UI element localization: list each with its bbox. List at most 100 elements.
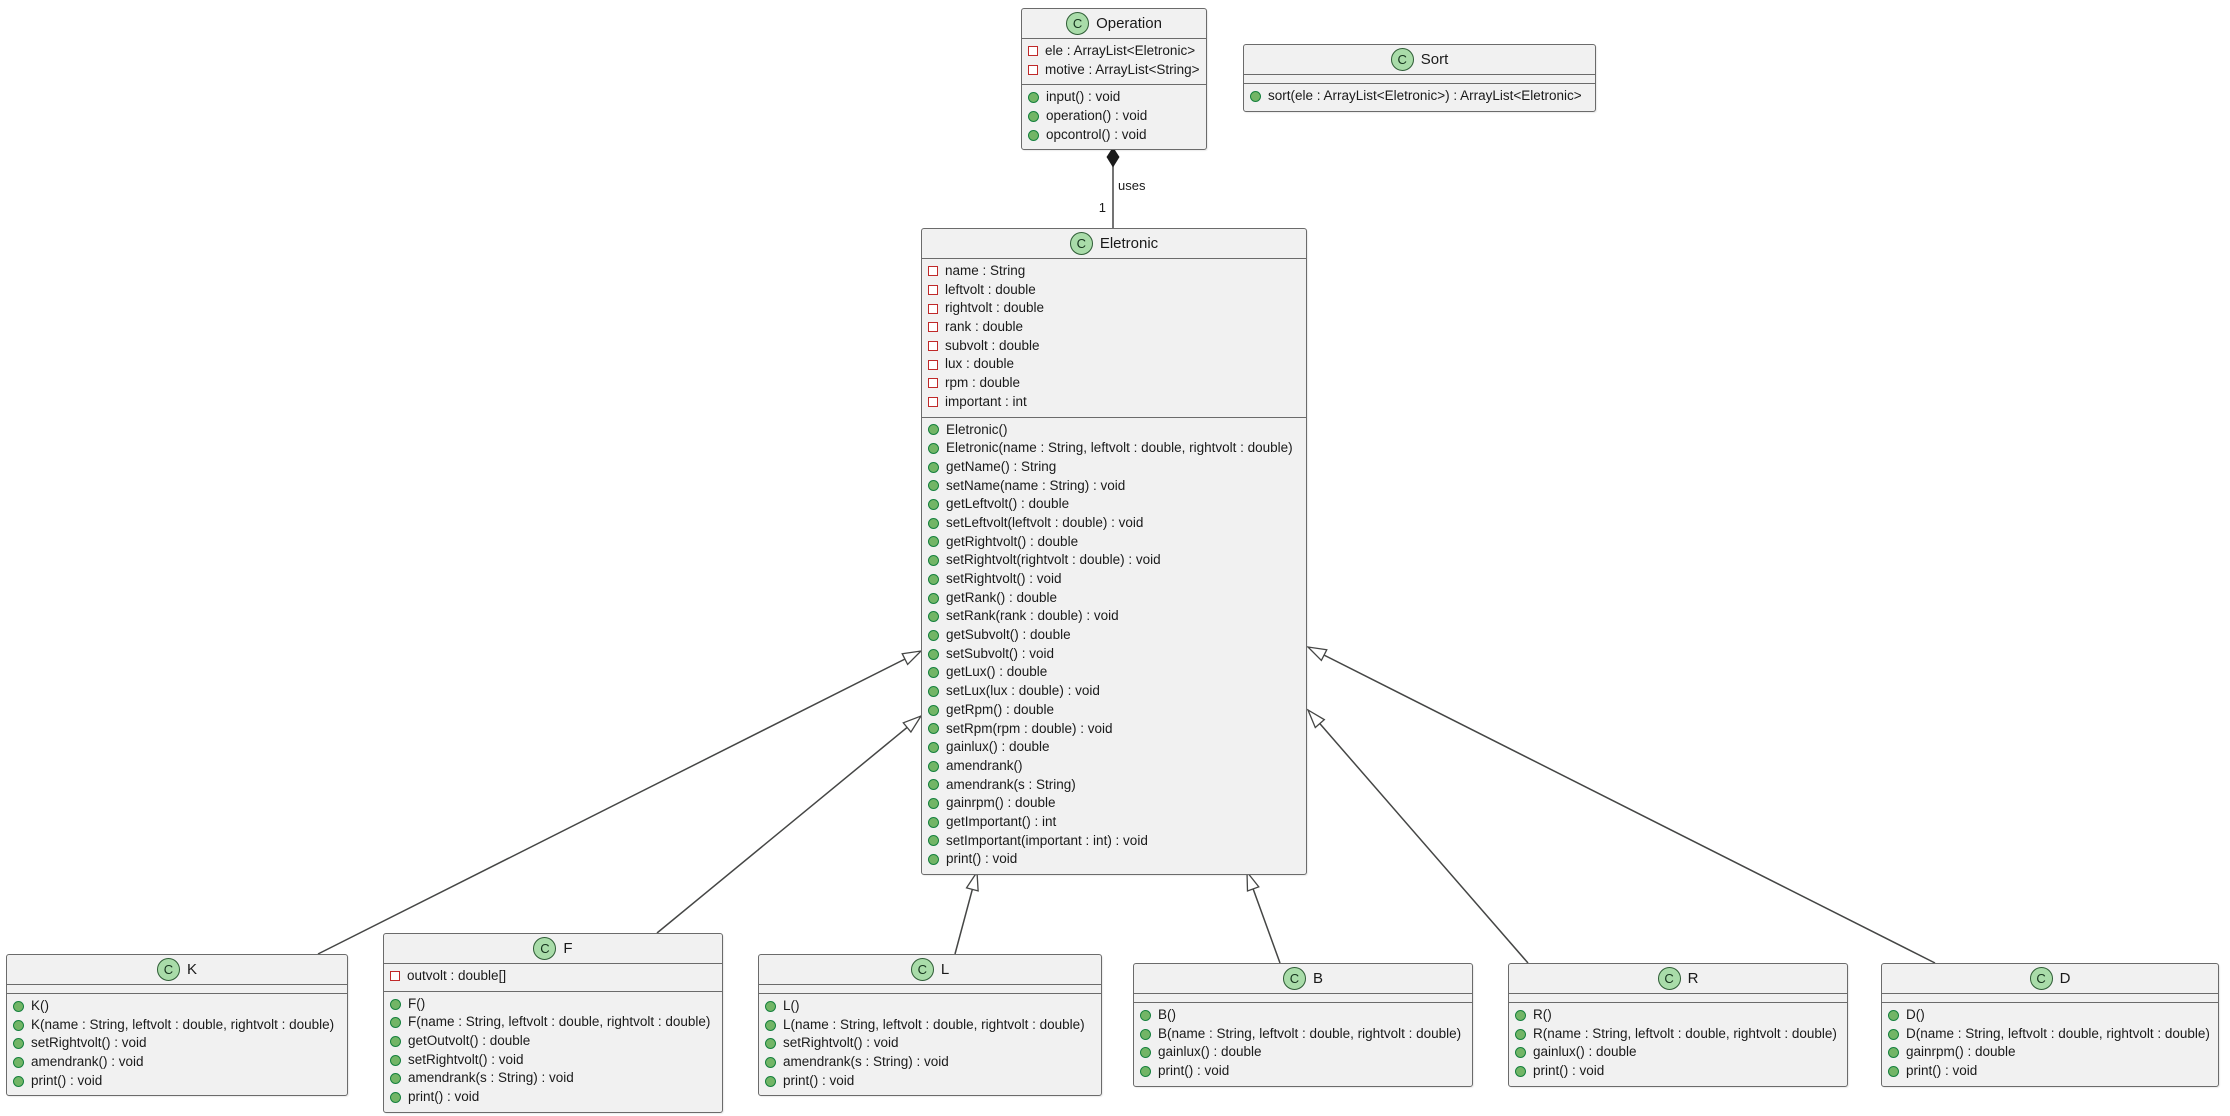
public-method-icon bbox=[928, 648, 939, 660]
method-row: F(name : String, leftvolt : double, righ… bbox=[390, 1013, 716, 1032]
method-row: print() : void bbox=[928, 850, 1300, 869]
public-method-icon bbox=[1028, 129, 1039, 141]
public-method-icon bbox=[928, 592, 939, 604]
attribute-text: important : int bbox=[945, 393, 1027, 409]
public-method-icon bbox=[928, 424, 939, 436]
attribute-row: rpm : double bbox=[928, 374, 1300, 393]
attribute-text: outvolt : double[] bbox=[407, 968, 507, 983]
methods-section: D()D(name : String, leftvolt : double, r… bbox=[1882, 1003, 2218, 1086]
method-text: F(name : String, leftvolt : double, righ… bbox=[408, 1014, 711, 1030]
public-method-icon bbox=[928, 798, 939, 810]
method-text: setRank(rank : double) : void bbox=[946, 608, 1119, 624]
public-method-icon bbox=[1140, 1028, 1151, 1040]
method-text: gainrpm() : double bbox=[946, 795, 1056, 811]
public-method-icon bbox=[928, 760, 939, 772]
attribute-row: name : String bbox=[928, 262, 1300, 281]
method-text: setSubvolt() : void bbox=[946, 645, 1055, 661]
method-row: input() : void bbox=[1028, 88, 1200, 107]
public-method-icon bbox=[928, 611, 939, 623]
public-method-icon bbox=[390, 998, 401, 1010]
method-row: B() bbox=[1140, 1006, 1466, 1025]
method-row: Eletronic(name : String, leftvolt : doub… bbox=[928, 439, 1300, 458]
method-row: setRightvolt() : void bbox=[13, 1034, 341, 1053]
method-row: K() bbox=[13, 997, 341, 1016]
public-method-icon bbox=[928, 779, 939, 791]
generalization-edge-d-eletronic bbox=[1306, 646, 1936, 964]
method-text: opcontrol() : void bbox=[1046, 126, 1147, 142]
methods-section: sort(ele : ArrayList<Eletronic>) : Array… bbox=[1244, 84, 1595, 111]
public-method-icon bbox=[1028, 92, 1039, 104]
method-text: input() : void bbox=[1046, 89, 1121, 105]
public-method-icon bbox=[390, 1017, 401, 1029]
public-method-icon bbox=[390, 1091, 401, 1103]
method-row: getRpm() : double bbox=[928, 701, 1300, 720]
public-method-icon bbox=[1140, 1047, 1151, 1059]
method-text: L() bbox=[783, 998, 800, 1013]
method-row: setRpm(rpm : double) : void bbox=[928, 720, 1300, 739]
method-row: gainrpm() : double bbox=[1888, 1043, 2212, 1062]
class-name: D bbox=[2059, 970, 2071, 987]
private-field-icon bbox=[390, 971, 400, 982]
generalization-edge-l-eletronic bbox=[954, 870, 979, 955]
method-text: amendrank() bbox=[946, 757, 1023, 773]
attribute-text: rpm : double bbox=[945, 375, 1021, 391]
attribute-row: rank : double bbox=[928, 318, 1300, 337]
method-text: getSubvolt() : double bbox=[946, 627, 1071, 643]
method-row: K(name : String, leftvolt : double, righ… bbox=[13, 1016, 341, 1035]
private-field-icon bbox=[928, 359, 938, 370]
method-row: print() : void bbox=[13, 1072, 341, 1091]
public-method-icon bbox=[1140, 1009, 1151, 1021]
method-text: setImportant(important : int) : void bbox=[946, 832, 1148, 848]
method-text: setRightvolt() : void bbox=[783, 1035, 899, 1051]
class-icon: C bbox=[1066, 12, 1090, 35]
public-method-icon bbox=[765, 1019, 776, 1031]
method-text: K(name : String, leftvolt : double, righ… bbox=[31, 1016, 335, 1032]
public-method-icon bbox=[928, 816, 939, 828]
method-row: gainlux() : double bbox=[1140, 1043, 1466, 1062]
attribute-text: lux : double bbox=[945, 356, 1015, 372]
method-text: getRightvolt() : double bbox=[946, 533, 1079, 549]
public-method-icon bbox=[928, 704, 939, 716]
class-name: L bbox=[940, 961, 950, 978]
attribute-text: subvolt : double bbox=[945, 337, 1040, 353]
method-row: getOutvolt() : double bbox=[390, 1032, 716, 1051]
public-method-icon bbox=[13, 1038, 24, 1050]
class-icon: C bbox=[910, 958, 934, 981]
method-text: getRpm() : double bbox=[946, 701, 1055, 717]
class-icon: C bbox=[1282, 967, 1306, 990]
private-field-icon bbox=[928, 266, 938, 277]
attribute-text: rightvolt : double bbox=[945, 300, 1045, 316]
method-row: amendrank() : void bbox=[13, 1053, 341, 1072]
method-row: opcontrol() : void bbox=[1028, 126, 1200, 145]
method-text: setRightvolt() : void bbox=[31, 1035, 147, 1051]
method-row: amendrank(s : String) : void bbox=[390, 1069, 716, 1088]
method-row: print() : void bbox=[765, 1072, 1095, 1091]
private-field-icon bbox=[928, 303, 938, 314]
attribute-row: important : int bbox=[928, 393, 1300, 412]
method-row: gainlux() : double bbox=[928, 738, 1300, 757]
public-method-icon bbox=[928, 573, 939, 585]
method-text: amendrank(s : String) bbox=[946, 776, 1076, 792]
public-method-icon bbox=[765, 1038, 776, 1050]
method-row: getRightvolt() : double bbox=[928, 533, 1300, 552]
public-method-icon bbox=[1888, 1009, 1899, 1021]
composition-diamond-icon bbox=[1106, 147, 1120, 168]
method-text: print() : void bbox=[783, 1072, 855, 1088]
public-method-icon bbox=[928, 517, 939, 529]
method-row: print() : void bbox=[1140, 1062, 1466, 1081]
method-text: setRightvolt(rightvolt : double) : void bbox=[946, 552, 1161, 568]
method-text: print() : void bbox=[31, 1072, 103, 1088]
public-method-icon bbox=[13, 1056, 24, 1068]
public-method-icon bbox=[928, 835, 939, 847]
attribute-row: leftvolt : double bbox=[928, 281, 1300, 300]
